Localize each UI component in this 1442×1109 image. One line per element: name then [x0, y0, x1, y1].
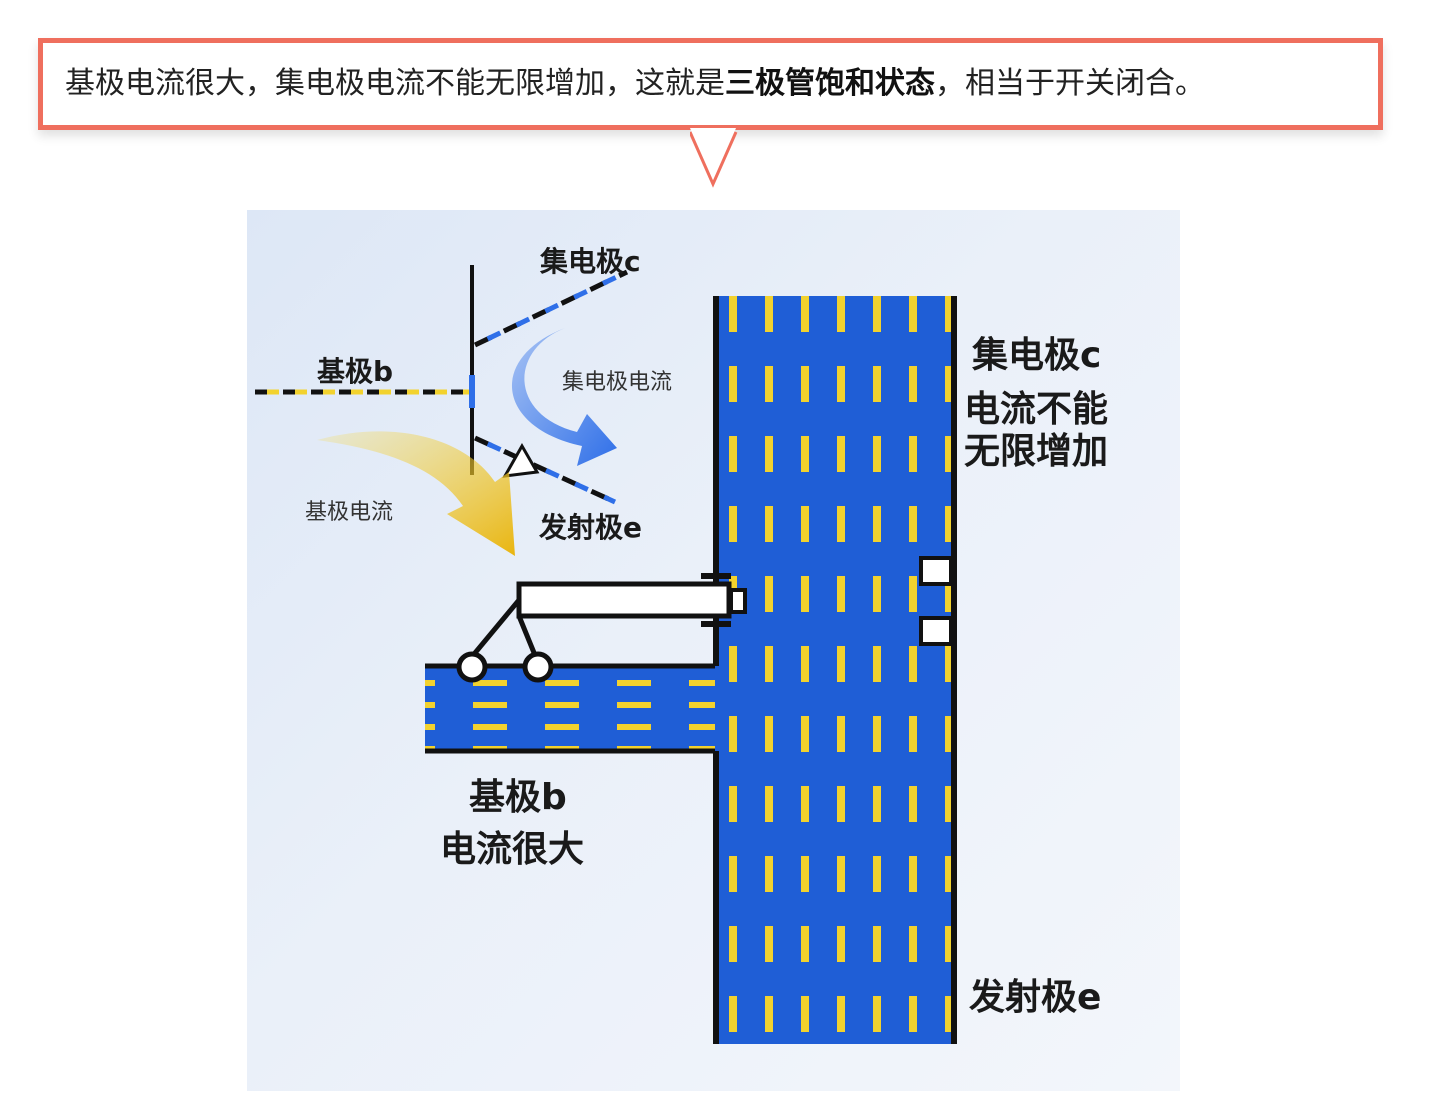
symbol-base-label: 基极b	[317, 355, 394, 388]
caption-bold: 三极管饱和状态	[725, 66, 935, 101]
base-current-label: 基极电流	[305, 500, 394, 525]
collector-current-arrow	[511, 328, 617, 466]
callout-pointer	[690, 128, 738, 188]
caption-box: 基极电流很大，集电极电流不能无限增加，这就是三极管饱和状态，相当于开关闭合。	[38, 38, 1383, 130]
collector-emitter-channel	[713, 296, 957, 1044]
caption-suffix: ，相当于开关闭合。	[935, 66, 1205, 101]
symbol-collector-label: 集电极c	[540, 245, 641, 278]
channel-emitter-label: 发射极e	[969, 977, 1102, 1018]
channel-collector-label: 集电极c	[972, 335, 1102, 376]
transistor-saturation-diagram: 集电极c 基极b 发射极e 集电极电流 基极电流 集电极c 电流不能 无限增加 …	[247, 210, 1180, 1091]
transistor-symbol	[255, 265, 629, 505]
channel-collector-note-line2: 无限增加	[964, 431, 1109, 472]
diagram-drawing	[255, 265, 957, 1044]
caption-text: 基极电流很大，集电极电流不能无限增加，这就是三极管饱和状态，相当于开关闭合。	[65, 43, 1205, 125]
channel-collector-note-line1: 电流不能	[964, 389, 1109, 430]
collector-current-label: 集电极电流	[562, 370, 673, 395]
caption-prefix: 基极电流很大，集电极电流不能无限增加，这就是	[65, 66, 725, 101]
switch-mechanism	[456, 573, 747, 683]
symbol-emitter-label: 发射极e	[539, 511, 642, 544]
channel-base-label: 基极b	[469, 777, 567, 818]
channel-base-note: 电流很大	[440, 829, 585, 870]
base-current-arrow	[317, 431, 515, 556]
right-switch-contacts	[919, 556, 953, 646]
